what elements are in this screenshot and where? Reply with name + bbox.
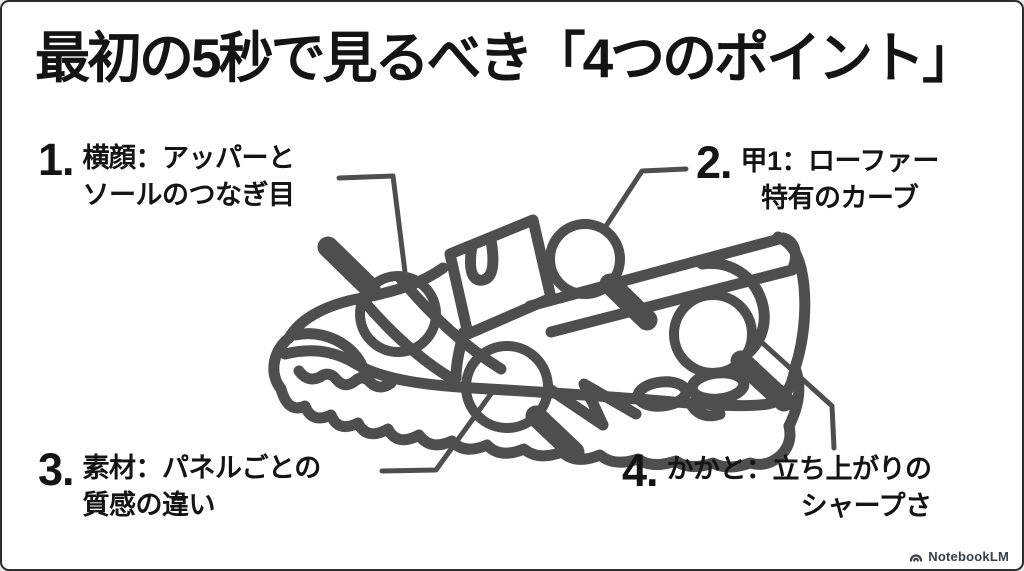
- callout-1-number: 1.: [38, 134, 75, 185]
- callout-2-line1: 甲1：ローファー: [740, 146, 940, 176]
- callout-2-number: 2.: [696, 137, 733, 188]
- connector-line-1: [336, 173, 408, 275]
- connector-line-2: [603, 166, 689, 229]
- callout-3-text: 素材：パネルごとの 質感の違い: [82, 450, 322, 524]
- magnifier-1-lens: [355, 271, 441, 357]
- callout-side-profile: 1. 横顔：アッパーと ソールのつなぎ目: [38, 134, 296, 214]
- magnifier-icon-2: [545, 219, 658, 331]
- callout-1-text: 横顔：アッパーと ソールのつなぎ目: [82, 140, 296, 214]
- notebooklm-icon: [910, 553, 923, 562]
- magnifier-3-lens: [461, 341, 553, 433]
- page-title: 最初の5秒で見るべき「4つのポイント」: [35, 27, 977, 89]
- callout-2-text: 甲1：ローファー 特有のカーブ: [740, 143, 940, 217]
- brand-label: NotebookLM: [928, 549, 1009, 564]
- brand-footer: NotebookLM: [909, 549, 1009, 564]
- callout-1-line2: ソールのつなぎ目: [82, 180, 296, 210]
- callout-4-line1: かかと：立ち上がりの: [666, 454, 933, 484]
- magnifier-4-lens: [669, 290, 757, 378]
- toe-bumper: [268, 332, 295, 395]
- collar-arc: [777, 232, 801, 276]
- midsole-squiggle: [293, 365, 397, 393]
- callout-heel: 4. かかと：立ち上がりの シャープさ: [622, 445, 933, 525]
- instep-strap: [444, 214, 557, 340]
- callout-instep: 2. 甲1：ローファー 特有のカーブ: [696, 137, 940, 217]
- toe-cap-inner: [289, 328, 371, 381]
- magnifier-icon-1: [317, 236, 441, 357]
- heel-oval-1: [632, 376, 692, 412]
- magnifier-icon-4: [669, 290, 795, 412]
- connector-line-4: [754, 335, 837, 451]
- callout-1-line1: 横顔：アッパーと: [82, 143, 296, 173]
- connector-line-3: [379, 388, 496, 474]
- sole-tread: [275, 383, 796, 473]
- callout-4-number: 4.: [622, 445, 659, 496]
- strap-notch: [464, 234, 499, 286]
- callout-material: 3. 素材：パネルごとの 質感の違い: [38, 444, 322, 524]
- magnifier-1-handle: [317, 236, 381, 299]
- callout-4-line2: シャープさ: [800, 491, 932, 521]
- magnifier-icon-3: [461, 341, 585, 463]
- heel-detail-arc: [686, 400, 726, 422]
- magnifier-4-handle: [730, 350, 795, 412]
- magnifier-3-handle: [525, 405, 585, 463]
- callout-3-line1: 素材：パネルごとの: [82, 453, 322, 483]
- magnifier-2-handle: [599, 273, 658, 331]
- callout-3-number: 3.: [38, 444, 75, 495]
- panel-line-2: [395, 273, 507, 375]
- callout-2-line2: 特有のカーブ: [761, 183, 919, 213]
- panel-line-1: [356, 293, 460, 386]
- magnifier-2-lens: [545, 219, 625, 299]
- midsole-zigzag: [545, 378, 642, 431]
- callout-4-text: かかと：立ち上がりの シャープさ: [666, 451, 933, 525]
- callout-3-line2: 質感の違い: [82, 490, 216, 520]
